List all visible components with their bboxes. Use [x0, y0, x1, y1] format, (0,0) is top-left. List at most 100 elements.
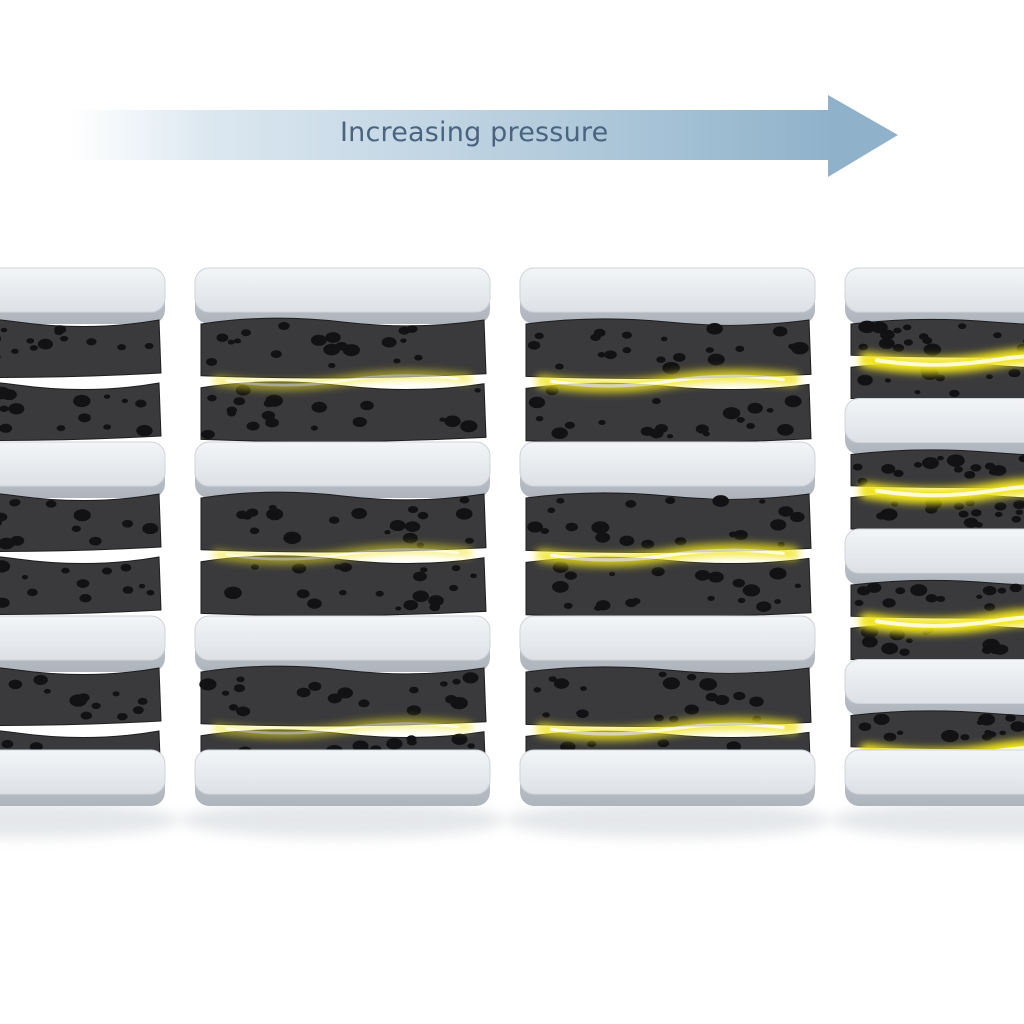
pore: [402, 532, 418, 544]
pore: [1013, 500, 1024, 510]
pore: [981, 733, 992, 741]
pore: [135, 399, 147, 408]
pore: [913, 461, 923, 468]
pore: [674, 537, 687, 546]
pore: [71, 525, 81, 532]
contact-glow: [535, 543, 800, 567]
pore: [540, 528, 550, 534]
pore: [0, 336, 2, 342]
pore: [449, 584, 459, 592]
stack-2: [180, 267, 505, 838]
pore: [1, 389, 17, 401]
pore: [766, 407, 774, 413]
pore: [450, 696, 468, 710]
pore: [1009, 583, 1022, 593]
pore: [732, 578, 746, 588]
pore: [937, 455, 944, 461]
pore: [651, 566, 665, 577]
pore: [994, 502, 1007, 511]
pore: [61, 567, 70, 574]
pore: [296, 589, 310, 599]
pore: [881, 642, 899, 655]
pore: [555, 363, 564, 370]
pore: [137, 697, 148, 705]
pore: [595, 532, 611, 543]
pore: [726, 741, 742, 752]
pore: [29, 345, 38, 351]
pore: [527, 521, 544, 533]
pore: [735, 345, 745, 352]
pore: [386, 738, 403, 750]
pore: [556, 497, 565, 504]
glow-core: [225, 374, 460, 387]
pore: [576, 709, 589, 719]
porous-layer: [200, 491, 487, 553]
pore: [666, 434, 674, 439]
pore: [221, 690, 230, 696]
pore: [0, 537, 15, 550]
pore: [86, 338, 97, 346]
pore: [564, 421, 575, 429]
pore: [460, 420, 478, 433]
contact-glow: [859, 609, 1024, 635]
pore: [656, 356, 666, 363]
pore: [964, 471, 976, 479]
pore: [236, 676, 245, 683]
contact-glow: [212, 370, 473, 391]
electrode-plate: [0, 267, 166, 313]
pore: [756, 601, 772, 612]
pore: [598, 419, 606, 426]
pore: [918, 333, 929, 340]
pore: [250, 564, 259, 570]
pore: [673, 353, 686, 362]
pore: [79, 593, 92, 603]
stack-4: [830, 267, 1024, 838]
pore: [728, 531, 738, 538]
pore: [694, 570, 711, 581]
pore: [9, 499, 20, 507]
pore: [8, 403, 25, 415]
pore: [89, 536, 102, 546]
pore: [233, 397, 246, 406]
pore: [444, 415, 461, 428]
pore: [43, 688, 51, 694]
pore: [737, 597, 746, 604]
pore: [712, 495, 730, 507]
pore: [770, 519, 787, 531]
pore: [452, 678, 461, 685]
pore: [327, 693, 342, 704]
pore: [625, 500, 637, 508]
pore: [658, 671, 667, 678]
pore: [984, 729, 992, 735]
pore: [0, 600, 2, 607]
pore: [467, 743, 475, 749]
pore: [892, 343, 905, 352]
contact-glow: [535, 369, 800, 393]
pore: [1015, 509, 1023, 515]
pore: [769, 567, 787, 580]
pore: [352, 416, 367, 427]
pore: [474, 388, 481, 393]
pore: [224, 586, 242, 600]
pore: [389, 524, 397, 530]
pore: [551, 427, 568, 439]
pore: [866, 582, 882, 593]
pore: [265, 417, 279, 428]
pore: [649, 428, 664, 439]
pore: [101, 567, 113, 575]
pore: [657, 739, 670, 748]
arrow-label: Increasing pressure: [340, 117, 609, 148]
stack-shadow: [830, 802, 1024, 838]
electrode-plate: [194, 267, 491, 313]
pore: [893, 469, 904, 477]
pore: [338, 589, 347, 596]
pore: [982, 585, 997, 596]
pore: [0, 405, 9, 412]
pore: [121, 398, 129, 404]
pore: [414, 354, 423, 361]
pore: [144, 342, 154, 350]
contact-glow: [859, 478, 1024, 504]
pore: [439, 681, 448, 687]
pore: [403, 599, 419, 611]
electrode-plate: [194, 441, 491, 487]
